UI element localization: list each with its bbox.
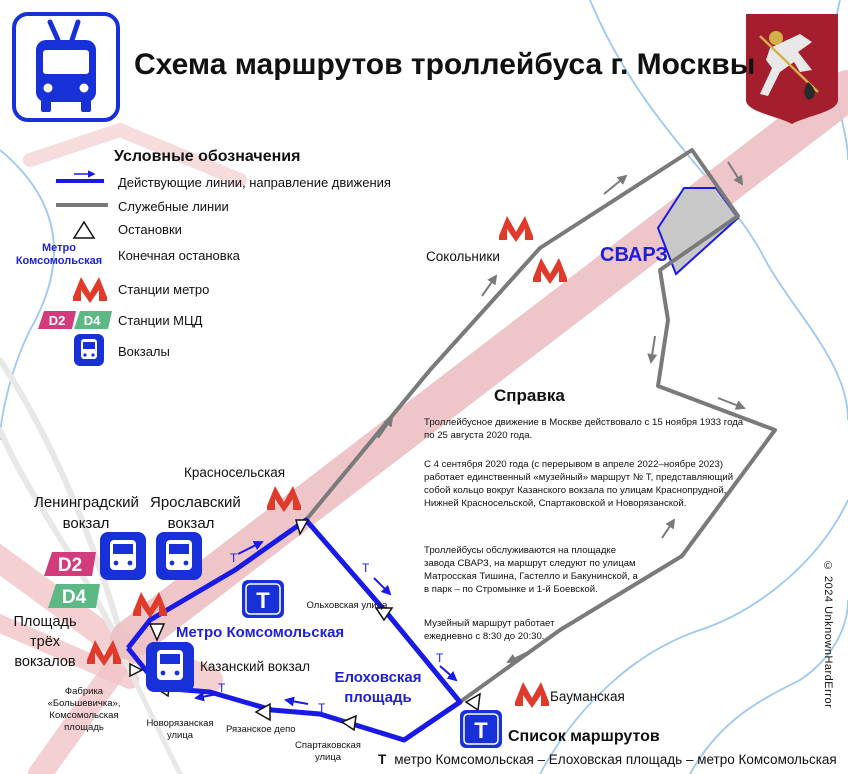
- label-yaroslavsky: Ярославский вокзал: [150, 494, 241, 532]
- label-stop-fabrika: Фабрика «Большевичка», Комсомольская пло…: [47, 686, 121, 733]
- railway-station-icon-yaroslavsky: [156, 532, 202, 580]
- arrow-label-2: Т: [362, 561, 370, 575]
- label-kazansky: Казанский вокзал: [200, 659, 311, 674]
- svarz-depot-area: [656, 187, 740, 276]
- map-d2-badge: D2: [44, 552, 96, 576]
- legend-d2-badge: D2: [38, 311, 76, 329]
- copyright: © 2024 UnknownHardError: [822, 560, 834, 709]
- arrow-label-3: Т: [436, 651, 444, 665]
- label-metro-komsomolskaya: Метро Комсомольская: [176, 624, 345, 641]
- svg-text:D2: D2: [49, 313, 66, 328]
- svg-text:D4: D4: [84, 313, 101, 328]
- railway-station-icon-kazansky: [146, 642, 194, 692]
- map-d4-badge: D4: [48, 584, 100, 608]
- stop-ryazanskoe: [254, 702, 271, 722]
- label-stop-olkhovskaya: Ольховская улица: [306, 600, 388, 611]
- info-paragraph-2: С 4 сентября 2020 года (с перерывом в ап…: [424, 459, 734, 509]
- label-elokhovskaya: Елоховская площадь: [334, 669, 422, 706]
- legend-railway-station-icon: [74, 334, 104, 366]
- metro-icon-sokolniki-1: [499, 216, 533, 242]
- info-paragraph-1: Троллейбусное движение в Москве действов…: [424, 417, 744, 441]
- metro-icon-sokolniki-2: [533, 258, 567, 284]
- arrow-labels: Т Т Т Т Т: [218, 551, 444, 715]
- label-krasnoselskaya: Красносельская: [184, 465, 286, 480]
- route-badge-map: Т: [242, 580, 284, 618]
- legend-terminal-label: Конечная остановка: [118, 248, 240, 263]
- moscow-coat-of-arms-icon: [746, 14, 838, 124]
- legend-active-lines-label: Действующие линии, направление движения: [118, 175, 391, 190]
- route-path: метро Комсомольская – Елоховская площадь…: [394, 752, 837, 767]
- stop-krasnoselskaya: [295, 519, 310, 536]
- railway-station-icon-leningradsky: [100, 532, 146, 580]
- trolleybus-icon: [36, 19, 96, 112]
- metro-icon-baumanskaya: [515, 682, 549, 708]
- label-stop-ryazanskoe: Рязанское депо: [226, 724, 296, 735]
- label-stop-spartakovskaya: Спартаковская улица: [295, 740, 361, 763]
- label-leningradsky: Ленинградский вокзал: [34, 494, 139, 532]
- info-paragraph-4: Музейный маршрут работает ежедневно с 8:…: [424, 618, 555, 642]
- label-baumanskaya: Бауманская: [550, 689, 625, 704]
- active-route-t: [126, 517, 463, 743]
- label-sokolniki: Сокольники: [426, 249, 500, 264]
- label-ploshchad: Площадь трёх вокзалов: [13, 614, 77, 670]
- svg-text:Т: Т: [474, 718, 488, 743]
- svg-text:D4: D4: [62, 587, 87, 608]
- stop-elokhovskaya: [464, 692, 481, 712]
- label-svarz: СВАРЗ: [600, 244, 668, 266]
- route-id: Т: [378, 752, 387, 767]
- stop-fabrika: [148, 623, 166, 642]
- svg-text:D2: D2: [58, 555, 82, 576]
- legend-terminal-example: Метро Комсомольская: [15, 242, 103, 267]
- legend-mcd-label: Станции МЦД: [118, 313, 203, 328]
- arrow-label-5: Т: [218, 681, 226, 695]
- legend-stop-triangle: [72, 220, 96, 239]
- page-title: Схема маршрутов троллейбуса г. Москвы: [134, 48, 756, 81]
- legend-stops-label: Остановки: [118, 222, 182, 237]
- legend-d4-badge: D4: [74, 311, 112, 329]
- active-direction-arrows: [194, 541, 458, 707]
- route-badge-list: Т: [460, 710, 502, 748]
- label-stop-novoryazanskaya: Новорязанская улица: [146, 718, 214, 741]
- legend-rail-label: Вокзалы: [118, 344, 170, 359]
- info-paragraph-3: Троллейбусы обслуживаются на площадке за…: [424, 545, 638, 595]
- routes-title: Список маршрутов: [508, 728, 660, 745]
- arrow-label-1: Т: [230, 551, 238, 565]
- arrow-label-4: Т: [318, 701, 326, 715]
- service-line: [304, 148, 777, 704]
- stop-ploshchad: [129, 662, 144, 678]
- legend-metro-icon: [73, 277, 107, 303]
- service-direction-arrows: [377, 161, 746, 663]
- stop-spartakovskaya: [340, 714, 357, 732]
- info-title: Справка: [494, 386, 565, 405]
- stop-olkhovskaya: [374, 607, 394, 622]
- legend-metro-label: Станции метро: [118, 282, 210, 297]
- legend-title: Условные обозначения: [114, 148, 301, 165]
- legend-service-lines-label: Служебные линии: [118, 199, 229, 214]
- svg-text:Т: Т: [256, 588, 270, 613]
